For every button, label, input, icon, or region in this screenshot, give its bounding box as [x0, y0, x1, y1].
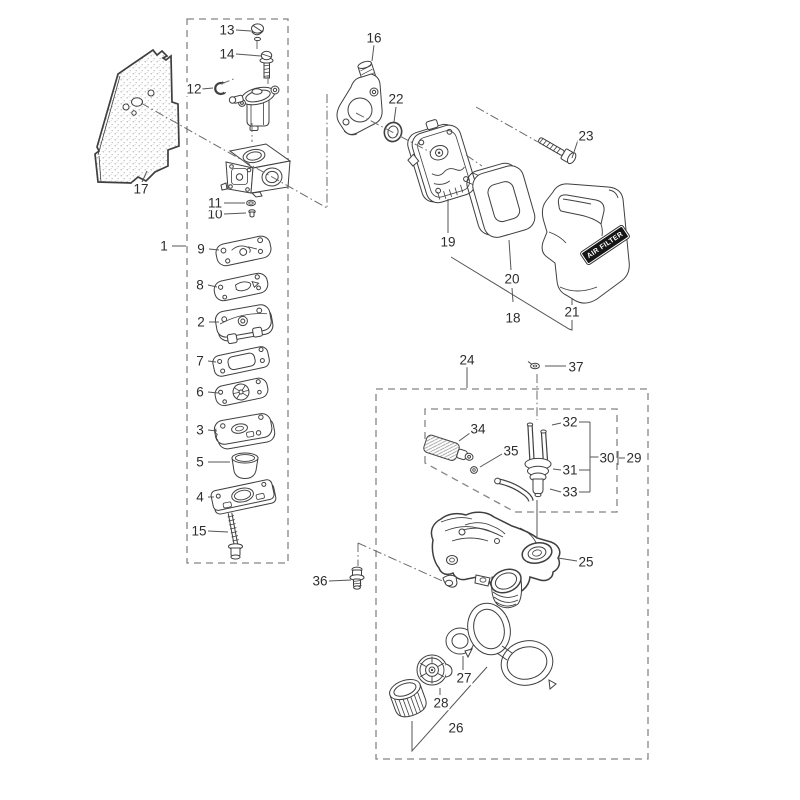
part-label-15: 15	[190, 523, 208, 539]
carburetor-stack	[210, 23, 292, 560]
part-label-11: 11	[206, 195, 224, 211]
pickup-elbow-tube	[494, 477, 534, 502]
part-label-14: 14	[218, 46, 236, 62]
part-11-oring	[246, 199, 256, 207]
part-label-19: 19	[439, 234, 457, 250]
part-label-20: 20	[503, 271, 521, 287]
part-label-30: 30	[598, 450, 616, 466]
part-6-diaphragm	[214, 377, 269, 407]
part-23-screw	[538, 137, 577, 165]
part-17-plate	[94, 48, 180, 184]
dashed-boxes	[186, 18, 649, 760]
part-label-12: 12	[185, 81, 203, 97]
part-19-filter-base	[407, 119, 476, 204]
part-14-screw	[259, 50, 274, 79]
part-label-21: 21	[563, 304, 581, 320]
part-label-22: 22	[387, 91, 405, 107]
tank-filler-neck	[490, 568, 523, 609]
part-28-retainer	[416, 654, 453, 686]
carb-main-body	[220, 143, 292, 198]
part-27-gasket	[445, 627, 475, 655]
part-label-32: 32	[561, 414, 579, 430]
part-label-6: 6	[195, 384, 205, 400]
part-8-diaphragm	[213, 272, 269, 302]
part-label-13: 13	[218, 22, 236, 38]
part-label-31: 31	[561, 462, 579, 478]
part-26-cap-knob	[389, 678, 427, 718]
part-32-pipes	[526, 422, 549, 463]
part-label-2: 2	[196, 314, 206, 330]
part-label-9: 9	[196, 241, 206, 257]
part-34-fuel-filter	[423, 434, 474, 461]
part-label-36: 36	[311, 573, 329, 589]
part-label-5: 5	[195, 454, 205, 470]
part-label-29: 29	[625, 450, 643, 466]
part-label-16: 16	[365, 30, 383, 46]
part-15-screw	[227, 512, 243, 560]
part-13-cap	[251, 23, 264, 42]
part-7-gasket	[212, 346, 270, 377]
plate-center-hole	[131, 97, 143, 107]
part-label-8: 8	[195, 277, 205, 293]
carb-assembly-box	[186, 18, 289, 564]
part-label-7: 7	[195, 353, 205, 369]
part-36-screw	[349, 566, 365, 590]
part-3-cover	[213, 413, 276, 450]
part-25-fuel-tank	[430, 511, 561, 609]
part-2-pump-body	[214, 304, 274, 345]
leader-lines	[141, 29, 625, 753]
tank-assembly-box	[375, 388, 649, 760]
part-label-17: 17	[132, 181, 150, 197]
part-35-oring	[470, 466, 478, 474]
part-label-26: 26	[447, 720, 465, 736]
plate-hole-left	[122, 103, 130, 111]
part-label-24: 24	[458, 352, 476, 368]
part-label-28: 28	[432, 695, 450, 711]
part-4-plate	[210, 479, 277, 515]
tank-grommet-port	[521, 541, 553, 565]
part-label-4: 4	[195, 489, 205, 505]
part-label-34: 34	[469, 421, 487, 437]
part-label-27: 27	[455, 670, 473, 686]
part-label-25: 25	[577, 554, 595, 570]
part-21-filter-cover	[541, 183, 630, 304]
part-5-primer-cup	[231, 452, 259, 480]
part-label-10: 10	[206, 206, 224, 222]
plate-hole-lower	[131, 110, 137, 116]
part-label-23: 23	[577, 128, 595, 144]
part-label-33: 33	[561, 484, 579, 500]
part-label-1: 1	[159, 238, 169, 254]
part-9-cover	[215, 235, 272, 267]
part-33-nipple	[532, 478, 544, 498]
part-31-grommet	[524, 457, 552, 482]
part-10-plug	[248, 209, 256, 218]
part-37-valve	[527, 361, 540, 370]
part-label-18: 18	[504, 310, 522, 326]
part-label-37: 37	[567, 359, 585, 375]
centerlines	[140, 41, 539, 584]
intake-group	[336, 60, 630, 304]
carb-pump-top-body	[228, 85, 280, 131]
tank-group	[349, 361, 561, 718]
part-26-tether	[464, 602, 557, 690]
part-label-35: 35	[502, 443, 520, 459]
part-20-element	[466, 162, 536, 238]
part-16-bracket	[336, 60, 383, 136]
plate-hole-upper	[147, 89, 155, 97]
pickup-group-box	[424, 408, 618, 513]
part-label-3: 3	[195, 422, 205, 438]
